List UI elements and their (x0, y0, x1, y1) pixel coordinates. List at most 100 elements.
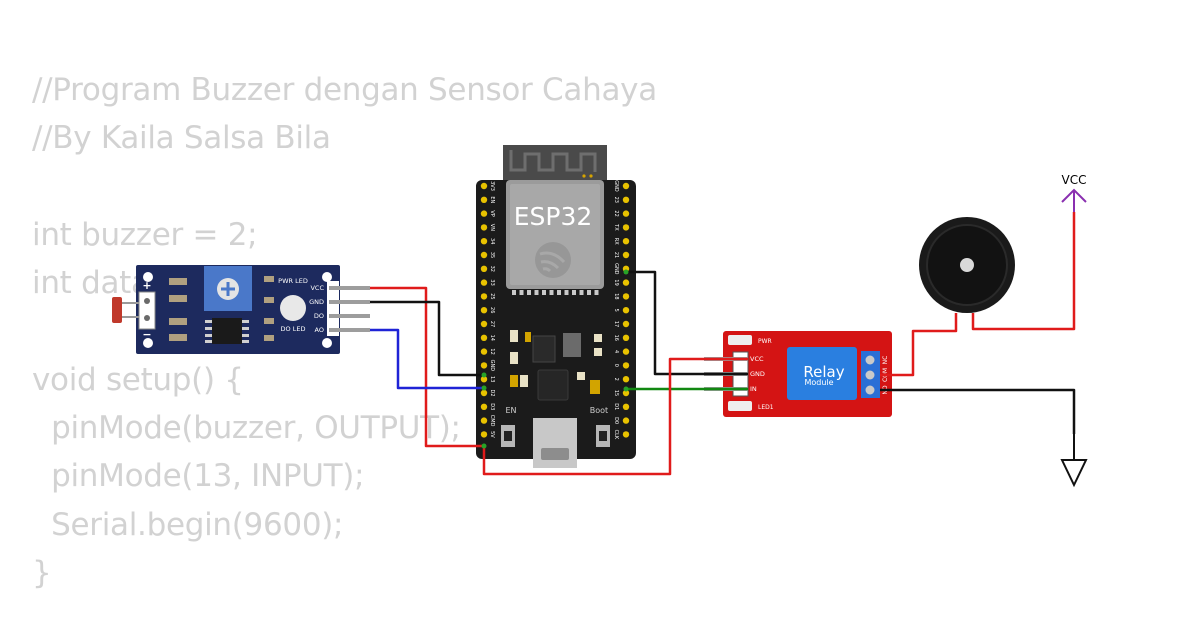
esp32-pin[interactable] (622, 293, 630, 300)
esp32-pin[interactable] (480, 251, 488, 259)
code-line: Serial.begin(9600); (32, 506, 344, 543)
esp32-pin[interactable] (480, 431, 488, 438)
esp32-pin-label: 18 (613, 293, 619, 299)
esp32-pin[interactable] (480, 403, 488, 410)
esp32-pin-label: 12 (489, 348, 495, 354)
esp32-pin[interactable] (480, 362, 488, 369)
esp32-pin-label: 4 (613, 350, 619, 353)
relay-body (787, 347, 857, 400)
relay-contact-label: NC (882, 356, 889, 365)
wire-relay-vcc[interactable] (482, 357, 748, 476)
esp32-pin-label: 34 (489, 238, 495, 244)
buzzer[interactable] (919, 217, 1015, 313)
esp32-pin[interactable] (480, 196, 488, 203)
ldr-minus-label: − (142, 328, 151, 341)
esp32-pin[interactable] (622, 224, 630, 231)
esp32-pin-label: 13 (489, 376, 495, 382)
esp32-pin-label: TX (613, 223, 619, 231)
esp32-pin-label: 32 (489, 266, 495, 272)
esp32-pin[interactable] (622, 210, 630, 217)
esp32-pin-label: 5V (489, 431, 495, 438)
esp32-pin[interactable] (480, 389, 488, 397)
wire-ldr-ao[interactable] (370, 328, 484, 390)
esp32-pin[interactable] (622, 376, 630, 383)
esp32-board[interactable]: ESP32 3V3ENVPVN343532332526271412GND13D2… (476, 145, 636, 468)
ldr-pin-label: DO (314, 312, 324, 320)
pwr-led-label: PWR LED (278, 277, 308, 285)
vcc-label: VCC (1062, 173, 1087, 187)
wire-relay-com[interactable] (880, 313, 958, 377)
ldr-pin-label: AO (315, 326, 324, 334)
esp32-pin-label: 16 (613, 335, 619, 341)
code-line: } (32, 554, 52, 591)
boot-button-label: Boot (590, 406, 608, 415)
esp32-pin[interactable] (622, 348, 630, 355)
code-line: pinMode(buzzer, OUTPUT); (32, 410, 461, 447)
wire-relay-gnd[interactable] (626, 270, 748, 376)
antenna-trace (509, 150, 597, 172)
esp32-pin[interactable] (480, 376, 488, 383)
esp32-pin[interactable] (622, 431, 630, 438)
esp32-pin[interactable] (480, 334, 488, 341)
esp32-pin[interactable] (480, 279, 488, 286)
esp32-pin[interactable] (622, 196, 630, 203)
esp32-pin[interactable] (480, 307, 488, 314)
esp32-left-header: 3V3ENVPVN343532332526271412GND13D2D3CMD5… (480, 181, 495, 438)
esp32-pin-label: GND (489, 360, 495, 372)
esp32-pin[interactable] (480, 293, 488, 300)
relay-pin-label: GND (750, 370, 765, 378)
esp32-pin-label: 23 (613, 197, 619, 203)
ldr-pin[interactable] (329, 286, 370, 290)
esp32-pin[interactable] (622, 389, 630, 397)
esp32-pin[interactable] (622, 307, 630, 314)
code-line: //Program Buzzer dengan Sensor Cahaya (32, 72, 657, 108)
esp32-pin-label: 35 (489, 252, 495, 258)
esp32-pin-label: 25 (489, 293, 495, 299)
esp32-pin-label: 22 (613, 210, 619, 216)
esp32-pin[interactable] (622, 417, 630, 424)
ldr-pin[interactable] (329, 328, 370, 332)
esp32-pin[interactable] (622, 403, 630, 410)
ldr-pin[interactable] (329, 300, 370, 304)
pot-adjust-icon (221, 282, 235, 296)
esp32-pin[interactable] (480, 348, 488, 355)
usb-port (533, 418, 577, 468)
ldr-plus-label: + (142, 279, 151, 292)
esp32-pin[interactable] (480, 417, 488, 424)
esp32-pin[interactable] (480, 238, 488, 245)
relay-led1 (728, 401, 752, 411)
esp32-pin-label: CLK (613, 430, 619, 440)
esp32-pin-label: 0 (613, 364, 619, 367)
esp32-label: ESP32 (514, 202, 593, 231)
pwr-led (280, 295, 306, 321)
esp32-pin[interactable] (622, 279, 630, 286)
esp32-pin[interactable] (622, 182, 630, 190)
wire-ldr-vcc[interactable] (370, 286, 484, 448)
esp32-pin[interactable] (622, 362, 630, 369)
esp32-pin-label: D3 (489, 403, 495, 410)
do-led-label: DO LED (281, 325, 306, 333)
esp32-pin-label: D1 (613, 403, 619, 410)
wire-buzzer-vcc[interactable] (971, 212, 1076, 331)
esp32-pin-label: D2 (489, 389, 495, 396)
esp32-pin[interactable] (622, 320, 630, 328)
esp32-pin[interactable] (622, 238, 630, 245)
ldr-pin-label: GND (309, 298, 324, 306)
esp32-pin-label: VN (489, 224, 495, 231)
esp32-pin-label: 27 (489, 321, 495, 327)
esp32-pin[interactable] (480, 210, 488, 217)
esp32-pin[interactable] (480, 182, 488, 190)
esp32-pin-label: 14 (489, 335, 495, 341)
code-line: //By Kaila Salsa Bila (32, 120, 331, 157)
esp32-pin[interactable] (622, 334, 630, 341)
comparator-chip (212, 318, 242, 344)
wire-relay-no-gnd[interactable] (880, 388, 1076, 434)
esp32-pin[interactable] (480, 224, 488, 231)
esp32-pin[interactable] (480, 320, 488, 328)
esp32-pin-label: RX (613, 238, 619, 245)
ldr-pin[interactable] (329, 314, 370, 318)
wire-ldr-gnd[interactable] (370, 300, 484, 377)
esp32-pin[interactable] (480, 265, 488, 272)
esp32-pin[interactable] (622, 251, 630, 259)
